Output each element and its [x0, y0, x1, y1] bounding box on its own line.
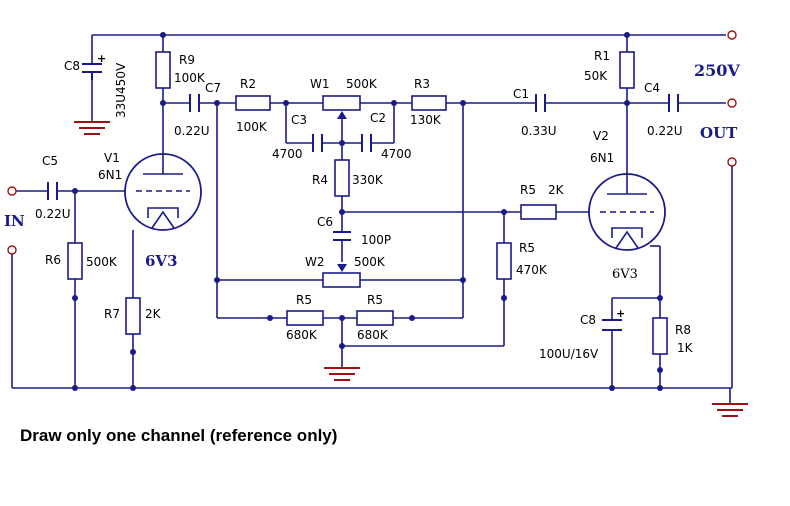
label-c7-name: C7: [205, 81, 221, 95]
label-w2-name: W2: [305, 255, 325, 269]
resistor-r1: [619, 51, 635, 89]
label-r3-value: 130K: [410, 113, 442, 127]
capacitor-c8-cathode: +: [602, 307, 625, 331]
label-r3-name: R3: [414, 77, 430, 91]
label-v1-heater: 6V3: [145, 252, 178, 270]
label-w2-value: 500K: [354, 255, 386, 269]
capacitor-c2: [361, 134, 372, 152]
component-labels: C8 33U450V R9 100K C7 0.22U R2 100K W1 5…: [4, 49, 740, 361]
label-c5-name: C5: [42, 154, 58, 168]
label-r8-name: R8: [675, 323, 691, 337]
label-r2-value: 100K: [236, 120, 268, 134]
label-r5-680k-right-value: 680K: [357, 328, 389, 342]
label-supply-voltage: 250V: [694, 61, 740, 80]
label-v2-type: 6N1: [590, 151, 614, 165]
label-w1-name: W1: [310, 77, 330, 91]
resistor-r3: [411, 95, 447, 111]
label-v1-name: V1: [104, 151, 120, 165]
label-r9-name: R9: [179, 53, 195, 67]
label-c3-value: 4700: [272, 147, 303, 161]
label-r7-value: 2K: [145, 307, 162, 321]
label-r6-value: 500K: [86, 255, 118, 269]
label-r5-2k-value: 2K: [548, 183, 565, 197]
capacitor-c6: [333, 231, 351, 241]
label-output: OUT: [700, 124, 738, 142]
capacitor-c5: [47, 182, 58, 200]
label-r4-name: R4: [312, 173, 328, 187]
capacitor-c1: [535, 94, 546, 112]
svg-text:+: +: [616, 307, 625, 320]
reference-note: Draw only one channel (reference only): [20, 426, 338, 445]
label-w1-value: 500K: [346, 77, 378, 91]
ground-symbol-supply: [74, 121, 110, 135]
label-c8-top-value: 33U450V: [114, 62, 128, 118]
label-r6-name: R6: [45, 253, 61, 267]
label-r5-680k-right-name: R5: [367, 293, 383, 307]
label-v1-type: 6N1: [98, 168, 122, 182]
label-c2-value: 4700: [381, 147, 412, 161]
potentiometer-w1: [322, 95, 361, 119]
label-r7-name: R7: [104, 307, 120, 321]
label-r9-value: 100K: [174, 71, 206, 85]
label-c3-name: C3: [291, 113, 307, 127]
label-c1-name: C1: [513, 87, 529, 101]
label-r5-680k-left-name: R5: [296, 293, 312, 307]
ground-symbol-middle: [324, 367, 360, 381]
label-r8-value: 1K: [677, 341, 694, 355]
resistor-r4: [334, 159, 350, 197]
resistor-r2: [235, 95, 271, 111]
terminals: [7, 30, 737, 255]
label-r1-value: 50K: [584, 69, 608, 83]
label-c7-value: 0.22U: [174, 124, 210, 138]
tube-v1: [124, 152, 202, 231]
resistor-r5-2k: [520, 204, 557, 220]
resistor-r5-680k-left: [286, 310, 324, 326]
resistor-r5-680k-right: [356, 310, 394, 326]
label-r5-2k-name: R5: [520, 183, 536, 197]
resistor-r9: [155, 51, 171, 89]
label-r4-value: 330K: [352, 173, 384, 187]
label-c4-name: C4: [644, 81, 660, 95]
label-c6-name: C6: [317, 215, 333, 229]
label-r5-680k-left-value: 680K: [286, 328, 318, 342]
tube-v2: [588, 173, 666, 251]
ground-symbol-output: [712, 403, 748, 417]
label-v2-heater: 6V3: [612, 267, 638, 282]
label-v2-name: V2: [593, 129, 609, 143]
resistor-r7: [125, 297, 141, 335]
label-c8-cathode-value: 100U/16V: [539, 347, 599, 361]
label-c4-value: 0.22U: [647, 124, 683, 138]
capacitor-c3: [312, 134, 323, 152]
label-r5-470k-value: 470K: [516, 263, 548, 277]
label-r1-name: R1: [594, 49, 610, 63]
label-r2-name: R2: [240, 77, 256, 91]
capacitor-c8-supply: +: [82, 52, 106, 80]
potentiometer-w2: [322, 264, 361, 288]
resistor-r5-470k: [496, 242, 512, 280]
label-c1-value: 0.33U: [521, 124, 557, 138]
resistor-r8: [652, 317, 668, 355]
label-c6-value: 100P: [361, 233, 391, 247]
resistor-r6: [67, 242, 83, 280]
label-r5-470k-name: R5: [519, 241, 535, 255]
junction-dots: [72, 32, 663, 391]
capacitor-c4: [668, 94, 679, 112]
label-c8-top-name: C8: [64, 59, 80, 73]
capacitor-c7: [189, 94, 200, 112]
label-c8-cathode-name: C8: [580, 313, 596, 327]
label-input: IN: [4, 212, 25, 230]
label-c5-value: 0.22U: [35, 207, 71, 221]
svg-text:+: +: [97, 52, 106, 65]
label-c2-name: C2: [370, 111, 386, 125]
